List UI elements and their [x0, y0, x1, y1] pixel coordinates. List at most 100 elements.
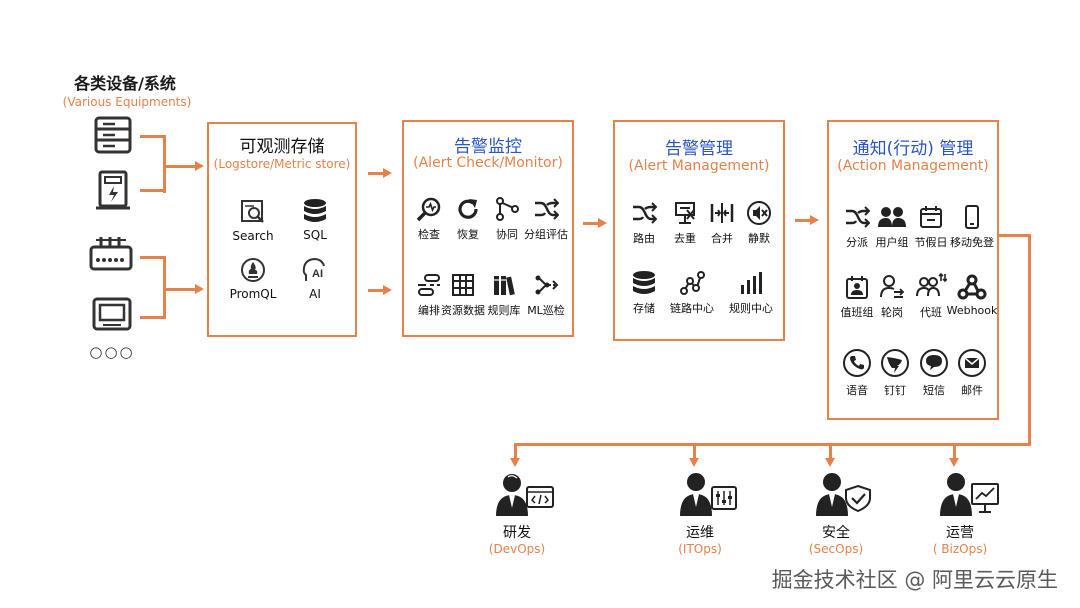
promql-flame-icon: [241, 258, 265, 282]
action-mgmt-item: 代班: [895, 272, 967, 320]
alert-mgmt-label: 去重: [674, 232, 696, 245]
storage-box: 可观测存储 (Logstore/Metric store) Search SQL…: [207, 122, 357, 337]
storage-subtitle: (Logstore/Metric store): [213, 157, 351, 171]
arrow-down: [510, 458, 520, 467]
alert-mgmt-item: 链路中心: [656, 270, 728, 316]
alert-check-item: 协同: [471, 196, 543, 242]
device-wire: [163, 256, 166, 319]
alert-check-label: 恢复: [457, 228, 479, 241]
alert-check-label: 资源数据: [441, 304, 485, 317]
person-shield-icon: [816, 473, 871, 516]
alert-mgmt-item: 路由: [608, 200, 680, 246]
action-mgmt-item: 轮岗: [856, 274, 928, 320]
alert-check-label: 编排: [418, 304, 440, 317]
power-cabinet-icon: [96, 170, 130, 210]
distribution-wire: [1028, 234, 1031, 445]
substitute-icon: [916, 272, 947, 297]
team-name: 运维: [686, 525, 714, 541]
distribution-wire: [953, 443, 956, 459]
ai-head-icon: AI: [302, 257, 325, 281]
alert-check-item: 恢复: [432, 196, 504, 242]
action-mgmt-label: 短信: [923, 384, 945, 397]
alert-check-label: 规则库: [487, 304, 521, 317]
arrow-right: [383, 168, 392, 178]
arrow-right: [598, 218, 607, 228]
alert-mgmt-label: 存储: [633, 302, 655, 315]
flow-wire: [368, 172, 384, 175]
alert-check-label: 协同: [496, 228, 518, 241]
alert-mgmt-label: 路由: [633, 232, 655, 245]
team-name: 运营: [946, 525, 974, 541]
dedupe-icon: [675, 202, 695, 224]
arrow-down: [689, 458, 699, 467]
team-subtitle: (DevOps): [488, 542, 546, 556]
action-mgmt-item: 分派: [821, 204, 893, 250]
shuffle-icon: [846, 206, 870, 228]
arrow-right: [383, 285, 392, 295]
distribution-wire: [693, 443, 696, 459]
storage-item-label: Search: [232, 229, 274, 243]
books-icon: [494, 276, 515, 296]
action-mgmt-label: 节假日: [914, 236, 948, 249]
action-mgmt-item: 节假日: [895, 204, 967, 250]
flow-wire: [368, 289, 384, 292]
alert-mgmt-label: 静默: [748, 232, 770, 245]
arrow-right: [195, 161, 204, 171]
webhook-icon: [957, 274, 987, 300]
dingtalk-icon: [881, 349, 909, 377]
team-subtitle: (ITOps): [678, 542, 722, 556]
alert-check-item: 检查: [393, 196, 465, 242]
storage-title: 可观测存储: [239, 137, 325, 157]
action-mgmt-item: Webhook: [936, 274, 1008, 317]
alert-check-subtitle: (Alert Check/Monitor): [413, 155, 563, 171]
alert-check-item: 编排: [393, 272, 465, 318]
alert-mgmt-item: 规则中心: [715, 270, 787, 316]
alert-check-label: 分组评估: [524, 228, 568, 241]
storage-item-label: PromQL: [229, 287, 277, 301]
alert-mgmt-item: 去重: [649, 200, 721, 246]
alert-mgmt-title: 告警管理: [665, 139, 733, 159]
action-mgmt-item: 短信: [898, 348, 970, 398]
device-wire: [140, 316, 165, 319]
device-wire: [140, 256, 165, 259]
mobile-icon: [965, 205, 979, 229]
shuffle-icon: [535, 198, 559, 220]
watermark: 掘金技术社区 @ 阿里云云原生: [771, 568, 1058, 592]
action-mgmt-subtitle: (Action Management): [837, 158, 989, 174]
mute-icon: [747, 201, 771, 225]
alert-check-item: 分组评估: [510, 196, 582, 242]
action-mgmt-label: 邮件: [961, 384, 983, 397]
arrow-down: [949, 458, 959, 467]
user-rotate-icon: [880, 275, 905, 298]
device-wire: [163, 288, 196, 291]
database-icon: [633, 271, 655, 294]
action-mgmt-label: 代班: [920, 306, 942, 319]
share-nodes-icon: [496, 197, 519, 221]
team-name: 安全: [822, 525, 850, 541]
more-devices-indicator: ○○○: [89, 343, 135, 361]
user-group-icon: [878, 207, 906, 227]
device-wire: [140, 189, 165, 192]
action-mgmt-item: 邮件: [936, 348, 1008, 398]
search-doc-icon: [241, 200, 264, 223]
storage-item-label: AI: [309, 287, 321, 301]
flow-wire: [795, 219, 811, 222]
svg-text:AI: AI: [312, 268, 323, 280]
action-mgmt-label: Webhook: [946, 304, 998, 317]
distribution-wire: [999, 234, 1030, 237]
action-mgmt-label: 钉钉: [884, 384, 906, 397]
action-mgmt-item: 钉钉: [859, 348, 931, 398]
link-nodes-icon: [680, 271, 705, 295]
storage-item-ai: AI AI: [279, 257, 351, 301]
device-wire: [140, 135, 165, 138]
shuffle-icon: [633, 202, 657, 224]
action-mgmt-item: 用户组: [856, 204, 928, 250]
alert-mgmt-item: 合并: [686, 200, 758, 246]
flow-wire: [583, 222, 599, 225]
person-code-icon: [496, 474, 554, 516]
team-name: 研发: [503, 525, 531, 541]
calendar-icon: [920, 206, 942, 228]
mail-icon: [958, 349, 986, 377]
merge-icon: [710, 203, 734, 223]
action-mgmt-label: 用户组: [875, 236, 909, 249]
